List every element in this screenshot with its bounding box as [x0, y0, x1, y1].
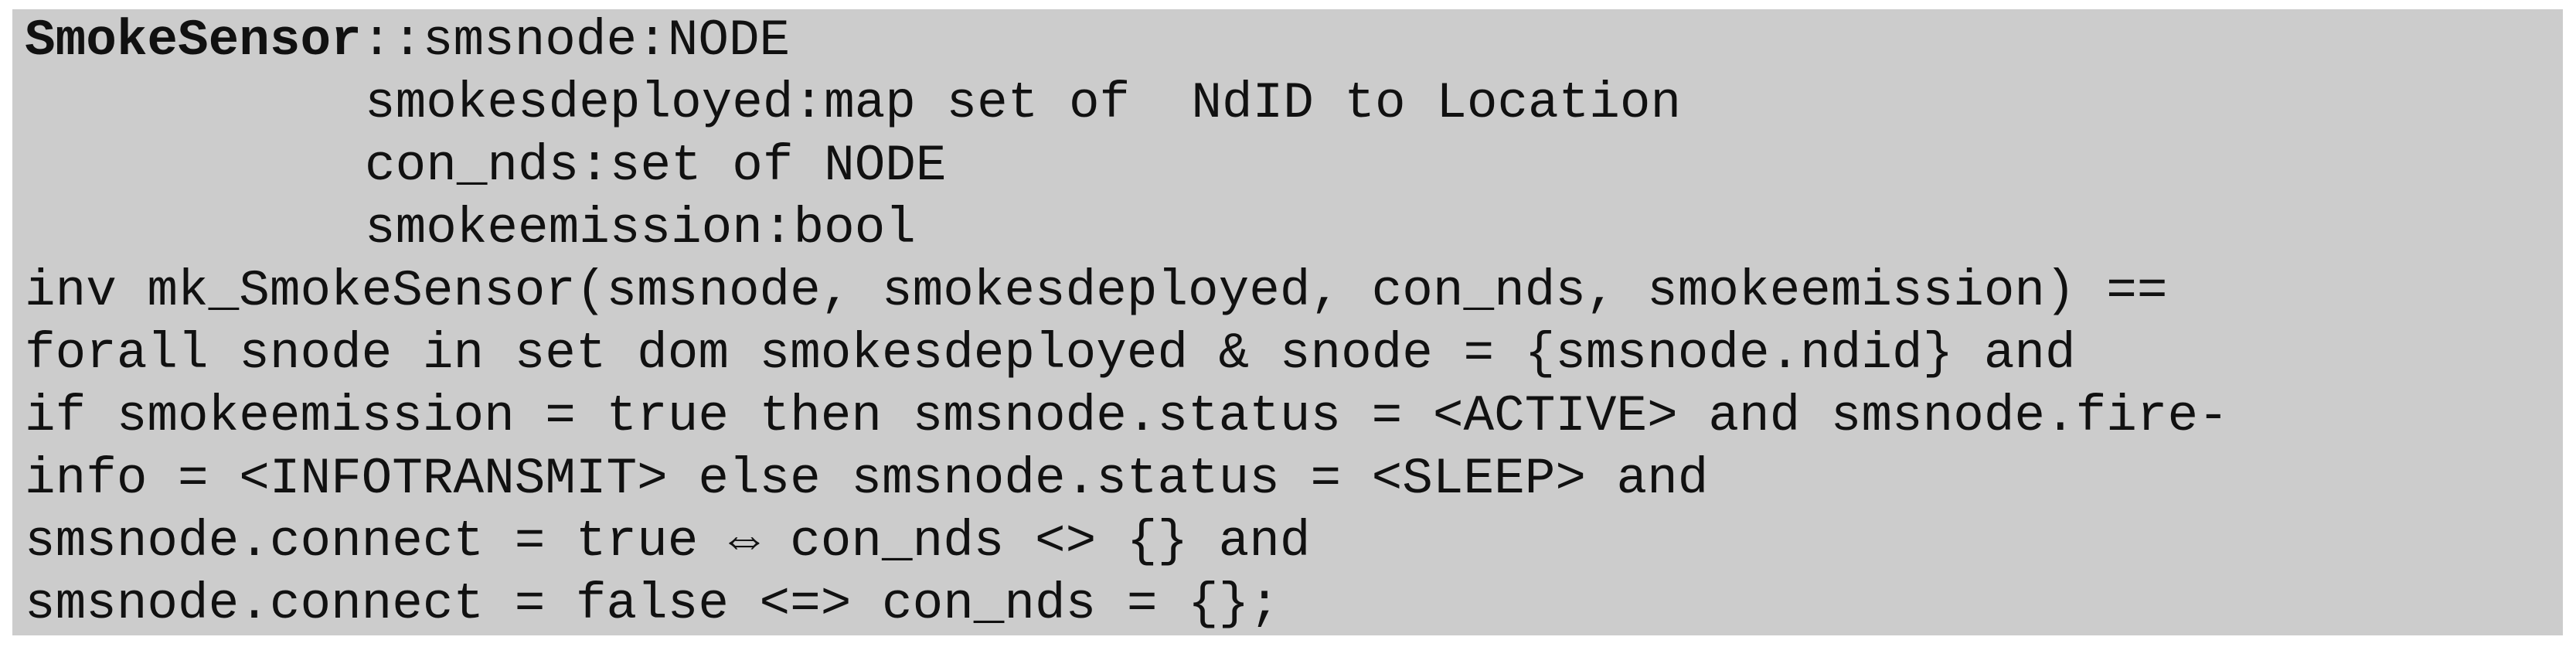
type-definition: ::smsnode:NODE — [361, 12, 791, 70]
code-line-5: inv mk_SmokeSensor(smsnode, smokesdeploy… — [25, 262, 2168, 320]
code-line-10: smsnode.connect = false <=> con_nds = {}… — [25, 575, 1280, 633]
code-line-7: if smokeemission = true then smsnode.sta… — [25, 387, 2229, 445]
code-line-8: info = <INFOTRANSMIT> else smsnode.statu… — [25, 450, 1709, 508]
code-line-6: forall snode in set dom smokesdeployed &… — [25, 325, 2076, 383]
code-line-9: smsnode.connect = true ⇔ con_nds <> {} a… — [25, 512, 1311, 570]
code-line-2: smokesdeployed:map set of NdID to Locati… — [365, 74, 1682, 132]
code-line-4: smokeemission:bool — [365, 199, 916, 257]
code-line-1: SmokeSensor::smsnode:NODE — [25, 9, 790, 72]
type-name: SmokeSensor — [25, 12, 362, 70]
code-line-3: con_nds:set of NODE — [365, 137, 947, 195]
code-block: SmokeSensor::smsnode:NODE smokesdeployed… — [12, 9, 2563, 635]
